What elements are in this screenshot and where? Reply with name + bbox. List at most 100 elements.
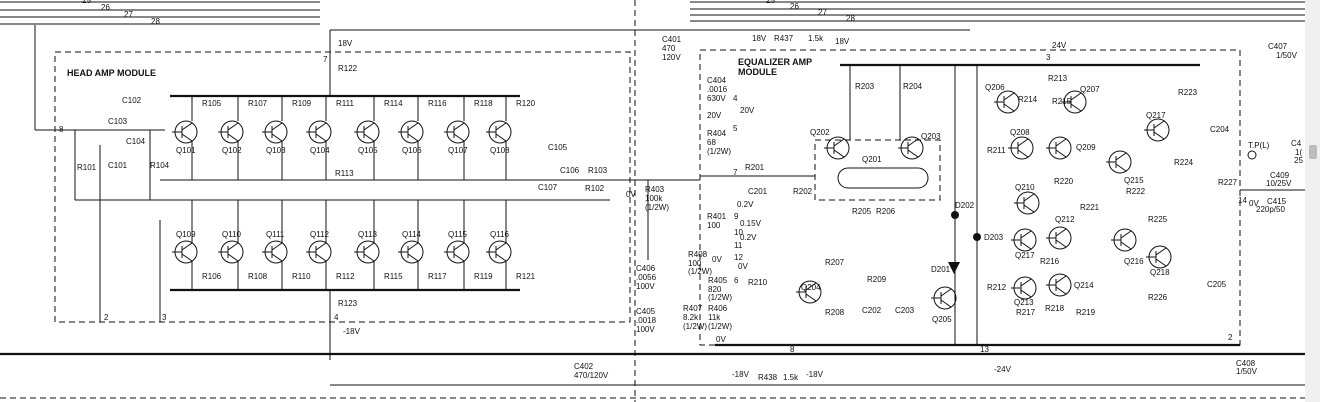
r123-label: R123 — [338, 299, 358, 308]
vertical-scrollbar[interactable] — [1305, 0, 1320, 402]
r201-label: R201 — [745, 163, 765, 172]
r221-label: R221 — [1080, 203, 1100, 212]
c202-label: C202 — [862, 306, 882, 315]
r212-label: R212 — [987, 283, 1007, 292]
transistor-q206: Q206 — [985, 83, 1020, 114]
c406-label: C406 — [636, 264, 656, 273]
transistor-q109: Q109 — [172, 230, 198, 264]
d203-label: D203 — [984, 233, 1004, 242]
head-amp-top-row: Q101R105Q102R107Q103R109Q104R111Q105R114… — [172, 96, 536, 180]
transistor-q210: Q210 — [1014, 183, 1040, 215]
c405-value: .0018 — [636, 316, 657, 325]
head-out-0v: 0V — [626, 190, 636, 199]
transistor-q116: Q116 — [486, 230, 512, 264]
transistor-q202-body — [824, 136, 850, 160]
transistor-q104: Q104 — [306, 120, 332, 155]
r406-watt: (1/2W) — [708, 322, 732, 331]
resistor-r120: R120 — [516, 99, 536, 108]
v20-b: 20V — [740, 106, 755, 115]
c401-volt: 120V — [662, 53, 681, 62]
r404-value: 68 — [707, 138, 716, 147]
c409-label: C409 — [1270, 171, 1290, 180]
transistor-q203-body — [898, 136, 924, 160]
transistor-q217-top-label: Q217 — [1146, 111, 1166, 120]
r203-label: R203 — [855, 82, 875, 91]
c405-label: C405 — [636, 307, 656, 316]
transistor-q109-label: Q109 — [176, 230, 196, 239]
transistor-q209-label: Q209 — [1076, 143, 1096, 152]
transistor-q205-body — [931, 286, 957, 310]
head-amp-supply-pos: 18V — [338, 39, 353, 48]
equalizer-amp-module: EQUALIZER AMP MODULE 24V -24V C404 .0016… — [636, 41, 1270, 374]
r113-label: R113 — [335, 169, 354, 178]
r219-label: R219 — [1076, 308, 1096, 317]
c404-value: .0016 — [707, 85, 728, 94]
transistor-q116-label: Q116 — [490, 230, 510, 239]
c401-value: 470 — [662, 44, 676, 53]
resistor-r117: R117 — [428, 272, 447, 281]
q204-label: Q204 — [801, 283, 821, 292]
eq-pin-2: 2 — [1228, 333, 1233, 342]
out-0v: 0V — [1249, 199, 1259, 208]
resistor-r116: R116 — [428, 99, 447, 108]
c401-label: C401 — [662, 35, 682, 44]
r405-value: 820 — [708, 285, 722, 294]
transistor-q218: Q218 — [1146, 245, 1172, 277]
bus-tag-28: 28 — [151, 17, 160, 26]
r406-value: 11k — [708, 313, 721, 322]
r438-label: R438 — [758, 373, 778, 382]
transistor-q114-label: Q114 — [402, 230, 422, 239]
r220-label: R220 — [1054, 177, 1074, 186]
v20-a: 20V — [707, 111, 722, 120]
cut-label-1: C4 — [1291, 139, 1302, 148]
c104-label: C104 — [126, 137, 146, 146]
transistor-q213-label: Q213 — [1014, 298, 1034, 307]
transistor-q110: Q110 — [218, 230, 244, 264]
r407-label: R407 — [683, 304, 703, 313]
v18-left-bottom: -18V — [732, 370, 750, 379]
transistor-q216: Q216 — [1111, 228, 1144, 266]
c404-volt: 630V — [707, 94, 726, 103]
eq-pin-12: 12 — [734, 253, 743, 262]
transistor-q107-label: Q107 — [448, 146, 468, 155]
tp-label: T.P(L) — [1248, 141, 1270, 150]
bus-tag-26: 26 — [101, 3, 110, 12]
r206-label: R206 — [876, 207, 896, 216]
c204-label: C204 — [1210, 125, 1230, 134]
d202-label: D202 — [955, 201, 975, 210]
transistor-q206-label: Q206 — [985, 83, 1005, 92]
scrollbar-thumb[interactable] — [1309, 145, 1317, 159]
c103-label: C103 — [108, 117, 128, 126]
bus-tag-25-right: 25 — [766, 0, 775, 5]
head-amp-module: HEAD AMP MODULE 18V 7 R122 R123 4 -18V 8… — [34, 25, 700, 360]
c106-label: C106 — [560, 166, 580, 175]
v-0.2-a: 0.2V — [737, 200, 754, 209]
r224-label: R224 — [1174, 158, 1194, 167]
r401-label: R401 — [707, 212, 727, 221]
eq-pin-4: 4 — [733, 94, 738, 103]
transistor-q204-body — [796, 280, 822, 304]
transistor-q103-label: Q103 — [266, 146, 286, 155]
transistor-q105-label: Q105 — [358, 146, 378, 155]
transistor-q101: Q101 — [172, 120, 198, 155]
transistor-q110-label: Q110 — [222, 230, 242, 239]
r403-value: 100k — [645, 194, 663, 203]
eq-title-2: MODULE — [738, 67, 777, 77]
r205-label: R205 — [852, 207, 872, 216]
r207-label: R207 — [825, 258, 845, 267]
v0-b: 0V — [738, 262, 748, 271]
transistor-q114: Q114 — [398, 230, 424, 264]
q201-label: Q201 — [862, 155, 882, 164]
r404-watt: (1/2W) — [707, 147, 731, 156]
v0-c: 0V — [716, 335, 726, 344]
transistor-q207: Q207 — [1061, 85, 1100, 114]
pin-2-head: 2 — [104, 313, 109, 322]
c205-label: C205 — [1207, 280, 1227, 289]
transistor-q217-label: Q217 — [1015, 251, 1035, 260]
transistor-q212: Q212 — [1046, 215, 1075, 250]
transistor-q208-label: Q208 — [1010, 128, 1030, 137]
r405-watt: (1/2W) — [708, 293, 732, 302]
top-bus-left: 25 26 27 28 — [0, 0, 320, 26]
head-amp-title: HEAD AMP MODULE — [67, 68, 156, 78]
